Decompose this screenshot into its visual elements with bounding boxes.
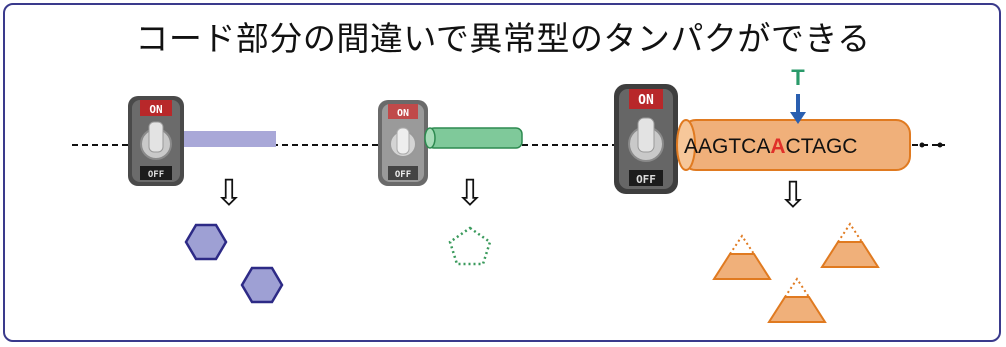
diagram-title: コード部分の間違いで異常型のタンパクができる — [135, 19, 871, 58]
switch-on-label: ON — [149, 103, 162, 116]
mutated-gene-cylinder: AAGTCAACTAGC — [676, 119, 911, 171]
gene-segment — [184, 131, 276, 147]
toggle-switch-icon: ON OFF — [378, 100, 428, 186]
mutation-base-label: T — [791, 65, 805, 90]
sequence-after: CTAGC — [786, 135, 858, 158]
gene-segment — [424, 127, 523, 149]
switch-off-label: OFF — [395, 170, 411, 180]
switch-on-label: ON — [397, 108, 409, 119]
normal-protein-hexagon — [184, 223, 228, 261]
sequence-before: AAGTCA — [684, 135, 770, 158]
mutated-base: A — [770, 135, 785, 158]
switch-off-label: OFF — [636, 173, 656, 186]
abnormal-protein-triangle — [767, 277, 827, 323]
dna-sequence: AAGTCAACTAGC — [684, 135, 857, 158]
toggle-switch-icon: ON OFF — [128, 96, 184, 186]
down-arrow-icon: ⇩ — [778, 175, 808, 216]
dna-continuation-dot — [919, 142, 925, 148]
mutation-arrow-icon — [790, 94, 806, 124]
normal-protein-hexagon — [240, 266, 284, 304]
abnormal-protein-triangle — [712, 234, 772, 280]
abnormal-protein-triangle — [820, 222, 880, 268]
switch-on-label: ON — [638, 93, 654, 108]
incomplete-protein-pentagon — [448, 226, 492, 266]
down-arrow-icon: ⇩ — [455, 173, 485, 214]
down-arrow-icon: ⇩ — [214, 173, 244, 214]
switch-off-label: OFF — [148, 170, 164, 180]
dna-continuation-dot — [937, 142, 943, 148]
toggle-switch-icon: ON OFF — [614, 84, 678, 194]
